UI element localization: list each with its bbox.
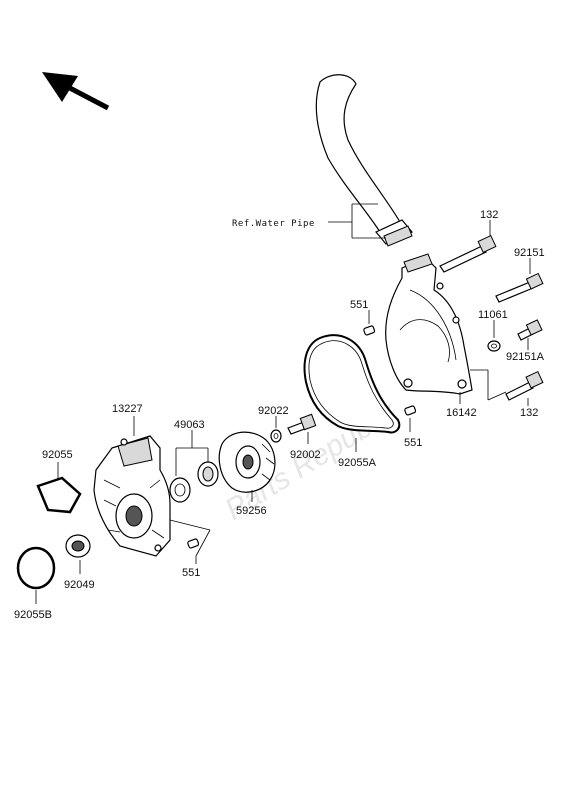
label-92151: 92151 [514, 247, 545, 259]
oil-seal-92049 [65, 534, 91, 558]
ref-water-pipe-label: Ref.Water Pipe [232, 219, 315, 229]
gasket-92055A [303, 334, 401, 434]
label-92055B: 92055B [14, 609, 52, 621]
washer-11061 [487, 340, 501, 352]
label-132-top: 132 [480, 209, 498, 221]
label-92002: 92002 [290, 449, 321, 461]
label-13227: 13227 [112, 403, 143, 415]
front-direction-arrow-icon [42, 72, 110, 111]
impeller-59256 [218, 431, 276, 493]
oring-92055B [16, 546, 56, 590]
bolt-132-top [439, 234, 497, 273]
oring-92055 [36, 476, 82, 514]
bracket-49063 [175, 430, 209, 476]
label-92055A: 92055A [338, 457, 377, 469]
ref-bracket [328, 203, 386, 239]
water-pump-cover-16142 [385, 253, 473, 395]
water-pipe-hose [315, 74, 413, 247]
label-11061: 11061 [478, 309, 508, 321]
bolt-92002 [287, 413, 317, 435]
bracket-551-bottom [169, 519, 211, 564]
label-49063: 49063 [174, 419, 205, 431]
washer-92022 [270, 429, 282, 443]
label-59256: 59256 [236, 505, 267, 517]
dowel-551-mid [404, 405, 417, 416]
pump-body-13227 [93, 435, 171, 557]
seal-49063-large [197, 461, 219, 487]
dowel-551-top [363, 325, 376, 336]
label-551-bottom: 551 [182, 567, 200, 579]
label-551-top: 551 [350, 299, 368, 311]
dowel-551-bottom [187, 538, 200, 549]
label-92049: 92049 [64, 579, 95, 591]
label-551-mid: 551 [404, 437, 422, 449]
label-132-bottom: 132 [520, 407, 538, 419]
label-16142: 16142 [446, 407, 477, 419]
bolt-92151A [517, 319, 543, 341]
label-92022: 92022 [258, 405, 289, 417]
seal-49063-small [169, 477, 191, 503]
label-92151A: 92151A [506, 351, 545, 363]
bolt-92151 [495, 272, 544, 303]
label-92055: 92055 [42, 449, 73, 461]
bolt-132-bottom [505, 370, 544, 401]
bracket-16142 [459, 369, 507, 404]
